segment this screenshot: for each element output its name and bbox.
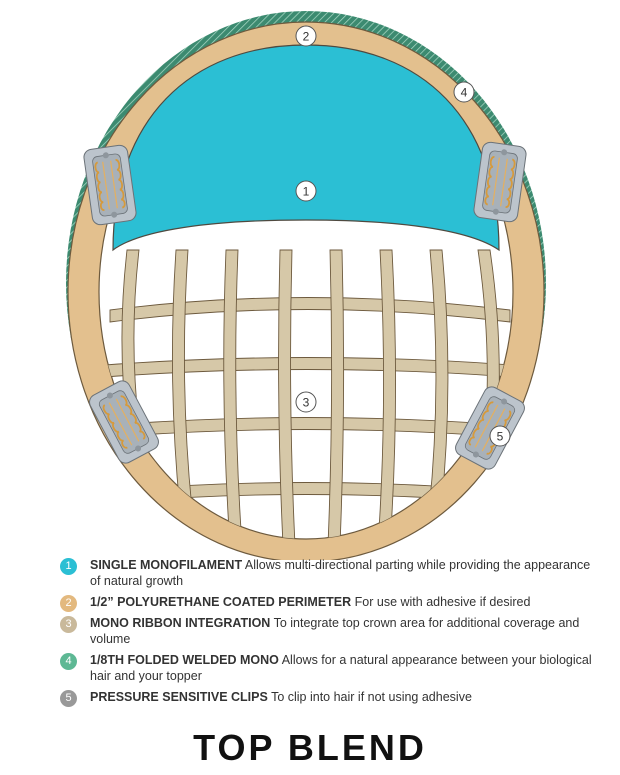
legend-number-badge: 5	[60, 690, 77, 707]
legend-item-folded-welded-mono: 4 1/8TH FOLDED WELDED MONO Allows for a …	[60, 652, 600, 684]
svg-text:3: 3	[303, 396, 310, 410]
legend-description: To clip into hair if not using adhesive	[271, 690, 472, 704]
marker-1: 1	[295, 180, 317, 202]
legend-item-polyurethane-perimeter: 2 1/2” POLYURETHANE COATED PERIMETER For…	[60, 594, 600, 612]
legend-number-badge: 3	[60, 616, 77, 633]
marker-3: 3	[295, 391, 317, 413]
legend: 1 SINGLE MONOFILAMENT Allows multi-direc…	[60, 557, 600, 710]
svg-text:5: 5	[497, 430, 504, 444]
page-title: TOP BLEND	[193, 727, 427, 768]
legend-number-badge: 4	[60, 653, 77, 670]
legend-key: 1/8TH FOLDED WELDED MONO	[90, 653, 279, 667]
legend-number-badge: 1	[60, 558, 77, 575]
legend-description: For use with adhesive if desired	[354, 595, 531, 609]
legend-description: To integrate top crown area for addition…	[90, 616, 580, 646]
marker-2: 2	[295, 25, 317, 47]
legend-description: Allows multi-directional parting while p…	[90, 558, 591, 588]
marker-4: 4	[453, 81, 475, 103]
legend-item-pressure-clips: 5 PRESSURE SENSITIVE CLIPS To clip into …	[60, 689, 600, 707]
svg-text:2: 2	[303, 30, 310, 44]
legend-item-single-monofilament: 1 SINGLE MONOFILAMENT Allows multi-direc…	[60, 557, 600, 589]
legend-key: SINGLE MONOFILAMENT	[90, 558, 243, 572]
legend-key: PRESSURE SENSITIVE CLIPS	[90, 690, 268, 704]
legend-key: MONO RIBBON INTEGRATION	[90, 616, 271, 630]
wig-cap-diagram: 1 2 3 4 5	[66, 11, 546, 560]
legend-key: 1/2” POLYURETHANE COATED PERIMETER	[90, 595, 352, 609]
legend-item-mono-ribbon: 3 MONO RIBBON INTEGRATION To integrate t…	[60, 615, 600, 647]
legend-description: Allows for a natural appearance between …	[90, 653, 592, 683]
svg-text:1: 1	[303, 185, 310, 199]
marker-5: 5	[489, 425, 511, 447]
legend-number-badge: 2	[60, 595, 77, 612]
svg-text:4: 4	[461, 86, 468, 100]
